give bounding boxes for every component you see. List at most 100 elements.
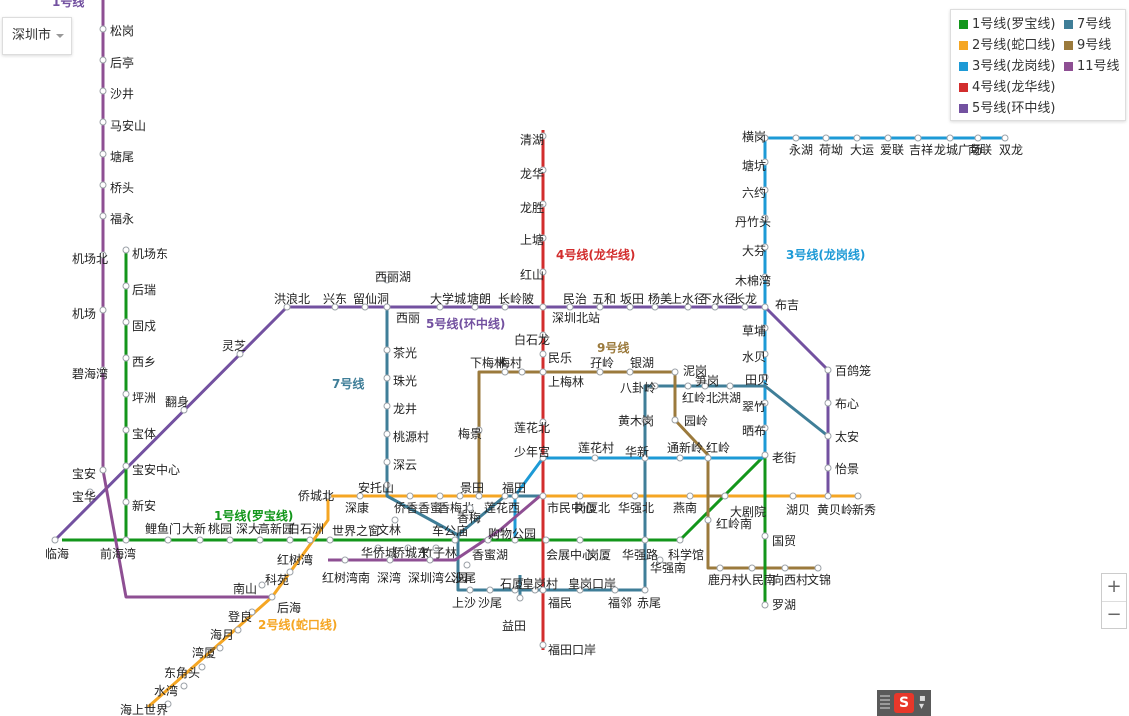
station-label[interactable]: 购物公园	[488, 526, 536, 541]
station-marker[interactable]	[99, 306, 107, 314]
station-label[interactable]: 红岭北	[682, 390, 718, 405]
station-label[interactable]: 福永	[110, 211, 134, 226]
station-marker[interactable]	[704, 516, 712, 524]
station-label[interactable]: 灵芝	[222, 338, 246, 353]
station-label[interactable]: 爱联	[880, 143, 904, 157]
station-label[interactable]: 龙井	[393, 402, 417, 416]
station-label[interactable]: 碧海湾	[72, 366, 108, 381]
station-marker[interactable]	[814, 564, 822, 572]
station-marker[interactable]	[761, 134, 769, 142]
station-marker[interactable]	[626, 303, 634, 311]
station-label[interactable]: 百鸽笼	[835, 363, 871, 378]
station-marker[interactable]	[914, 134, 922, 142]
station-marker[interactable]	[51, 536, 59, 544]
station-label[interactable]: 固戍	[132, 319, 156, 333]
station-marker[interactable]	[761, 158, 769, 166]
station-marker[interactable]	[383, 430, 391, 438]
station-label[interactable]: 红山	[520, 267, 544, 282]
station-label[interactable]: 深湾	[377, 570, 401, 585]
station-label[interactable]: 莲花村	[578, 440, 614, 455]
station-marker[interactable]	[671, 368, 679, 376]
station-label[interactable]: 六约	[742, 185, 766, 200]
station-marker[interactable]	[331, 303, 339, 311]
station-marker[interactable]	[383, 374, 391, 382]
station-marker[interactable]	[854, 492, 862, 500]
station-label[interactable]: 荷坳	[819, 143, 843, 157]
station-label[interactable]: 五和	[592, 292, 616, 306]
station-label[interactable]: 怡景	[835, 462, 859, 476]
station-marker[interactable]	[596, 368, 604, 376]
station-label[interactable]: 西丽	[396, 311, 420, 325]
station-marker[interactable]	[789, 492, 797, 500]
station-marker[interactable]	[286, 568, 294, 576]
station-label[interactable]: 沙尾	[452, 571, 476, 585]
station-marker[interactable]	[122, 462, 130, 470]
station-marker[interactable]	[383, 303, 391, 311]
station-marker[interactable]	[86, 488, 94, 496]
station-marker[interactable]	[539, 331, 547, 339]
station-label[interactable]: 松岗	[110, 24, 134, 38]
station-label[interactable]: 福田	[502, 480, 526, 495]
station-label[interactable]: 龙城广场	[934, 143, 982, 157]
station-marker[interactable]	[432, 544, 440, 552]
zoom-out-button[interactable]: −	[1106, 604, 1122, 625]
station-marker[interactable]	[822, 134, 830, 142]
station-label[interactable]: 水贝	[742, 350, 766, 364]
station-label[interactable]: 西乡	[132, 355, 156, 369]
station-marker[interactable]	[792, 134, 800, 142]
station-label[interactable]: 新安	[132, 498, 156, 513]
metro-line[interactable]	[763, 136, 1005, 605]
station-label[interactable]: 前海湾	[100, 546, 136, 561]
station-marker[interactable]	[761, 273, 769, 281]
station-label[interactable]: 机场北	[72, 252, 108, 266]
station-label[interactable]: 机场东	[132, 247, 168, 261]
metro-line[interactable]	[101, 0, 272, 599]
station-label[interactable]: 岗厦北	[574, 501, 610, 515]
station-marker[interactable]	[539, 418, 547, 426]
station-label[interactable]: 莲花西	[484, 500, 520, 515]
station-marker[interactable]	[326, 536, 334, 544]
station-marker[interactable]	[511, 586, 519, 594]
station-label[interactable]: 益田	[502, 619, 526, 633]
station-marker[interactable]	[122, 246, 130, 254]
station-marker[interactable]	[761, 601, 769, 609]
station-marker[interactable]	[946, 134, 954, 142]
station-label[interactable]: 东角头	[164, 666, 200, 680]
station-marker[interactable]	[511, 536, 519, 544]
station-marker[interactable]	[324, 492, 332, 500]
station-label[interactable]: 泥岗	[683, 364, 707, 378]
station-label[interactable]: 丹竹头	[735, 215, 771, 229]
station-label[interactable]: 塘尾	[110, 149, 134, 164]
station-label[interactable]: 通新岭	[667, 440, 703, 455]
station-marker[interactable]	[258, 581, 266, 589]
station-marker[interactable]	[641, 536, 649, 544]
grip-icon[interactable]	[880, 695, 890, 711]
station-label[interactable]: 龙胜	[520, 200, 544, 215]
station-marker[interactable]	[539, 303, 547, 311]
station-label[interactable]: 布吉	[775, 298, 799, 312]
station-marker[interactable]	[122, 426, 130, 434]
station-label[interactable]: 笋岗	[695, 373, 719, 388]
station-marker[interactable]	[576, 536, 584, 544]
station-marker[interactable]	[539, 368, 547, 376]
legend-item[interactable]: 7号线	[1064, 17, 1111, 33]
station-marker[interactable]	[122, 536, 130, 544]
station-label[interactable]: 海上世界	[120, 702, 168, 716]
station-marker[interactable]	[475, 426, 483, 434]
station-marker[interactable]	[824, 366, 832, 374]
legend-item[interactable]: 1号线(罗宝线)	[959, 17, 1055, 33]
station-label[interactable]: 梅村	[498, 355, 522, 370]
station-marker[interactable]	[501, 368, 509, 376]
station-label[interactable]: 高新园	[258, 521, 294, 536]
station-marker[interactable]	[539, 166, 547, 174]
station-label[interactable]: 横岗	[742, 130, 766, 144]
station-marker[interactable]	[122, 318, 130, 326]
station-marker[interactable]	[539, 268, 547, 276]
station-marker[interactable]	[99, 56, 107, 64]
station-label[interactable]: 龙华	[520, 167, 544, 181]
station-marker[interactable]	[99, 251, 107, 259]
legend-item[interactable]: 3号线(龙岗线)	[959, 59, 1055, 75]
station-marker[interactable]	[651, 382, 659, 390]
station-marker[interactable]	[122, 498, 130, 506]
station-marker[interactable]	[576, 586, 584, 594]
